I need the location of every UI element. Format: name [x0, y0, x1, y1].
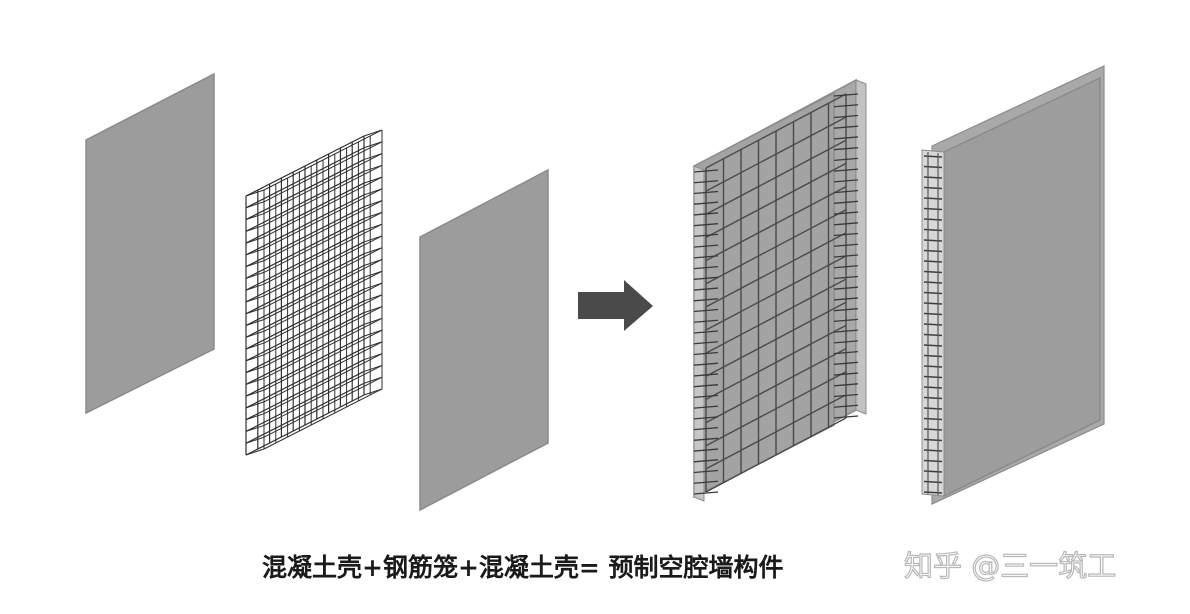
concrete-shell-right [419, 168, 549, 512]
watermark-text: 知乎 @三一筑工 [903, 548, 1117, 583]
rebar-cage [245, 129, 383, 456]
prefab-hollow-wall [921, 65, 1105, 505]
assembled-wall-exploded [693, 78, 867, 502]
arrow-right-icon [578, 280, 653, 331]
concrete-shell-left [85, 72, 215, 415]
diagram-caption: 混凝土壳+钢筋笼+混凝土壳= 预制空腔墙构件 [262, 553, 784, 582]
